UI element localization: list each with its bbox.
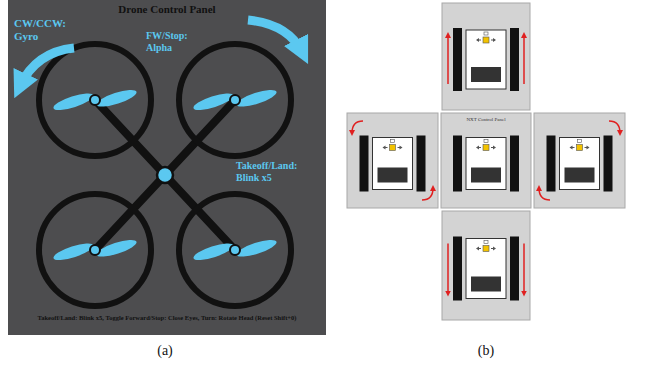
- blink-instruction: Takeoff/Land: Blink x5: [236, 160, 322, 183]
- drone-arms: [95, 100, 235, 250]
- nxt-tiles: [347, 3, 625, 320]
- drone-hub: [157, 167, 173, 183]
- ccw-arrow: [20, 48, 74, 86]
- nxt-control-tile: NXT Control Panel: [441, 113, 531, 208]
- cw-arrow: [248, 20, 302, 52]
- drone-control-panel: Drone Control PanelCW/CCW: GyroFW/Stop: …: [8, 0, 326, 335]
- panel-ground: [8, 0, 326, 335]
- nxt-tile: [442, 3, 530, 110]
- nxt-tile: [442, 211, 530, 320]
- panel-letter: (b): [466, 343, 506, 359]
- gyro-instruction: CW/CCW: Gyro: [14, 17, 74, 42]
- instruction-footer: Takeoff/Land: Blink x5, Toggle Forward/S…: [12, 314, 322, 321]
- nxt-tile: [441, 113, 531, 208]
- panel-title: Drone Control Panel: [8, 3, 326, 16]
- nxt-tile: [534, 113, 625, 208]
- panel-letter: (a): [145, 343, 185, 359]
- tile-title: NXT Control Panel: [443, 117, 529, 123]
- alpha-instruction: FW/Stop: Alpha: [146, 30, 202, 53]
- nxt-tile: [347, 113, 438, 208]
